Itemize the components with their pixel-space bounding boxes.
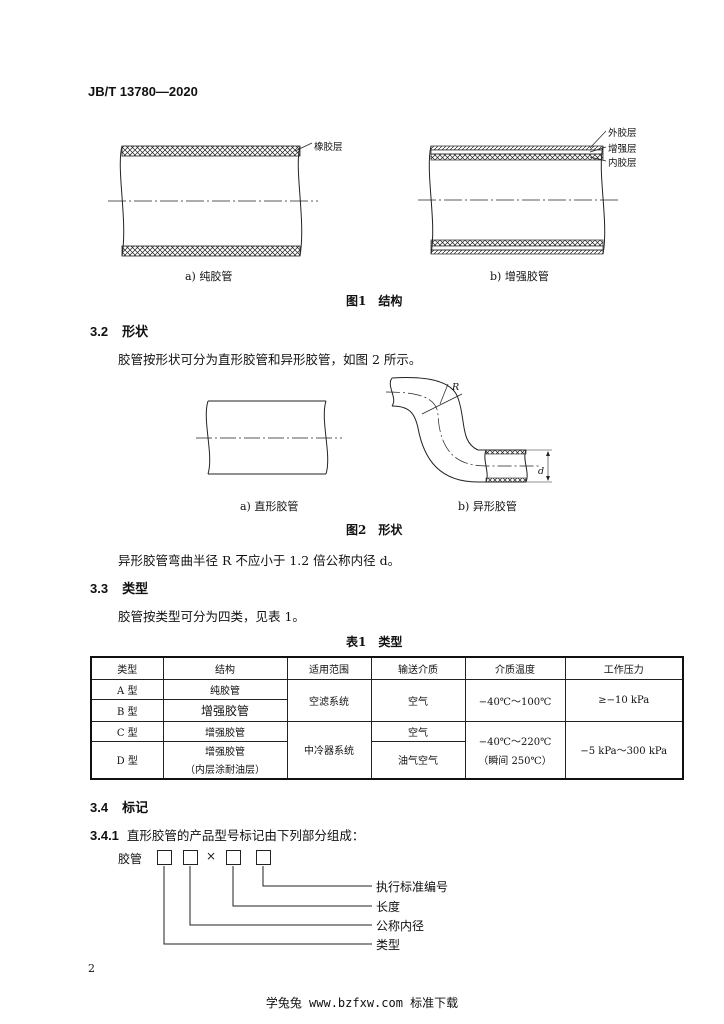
straight-hose-figure [196,400,342,475]
marking-leader-lines [163,866,372,945]
section-number: 3.4 [90,800,109,815]
section-3-2-text: 胶管按形状可分为直形胶管和异形胶管，如图 2 所示。 [118,352,422,367]
table-row: A 型 纯胶管 空滤系统 空气 −40℃～100℃ ≥−10 kPa [90,678,684,722]
cell-press-ab: ≥−10 kPa [564,678,684,722]
document-id: JB/T 13780—2020 [88,84,198,99]
cell-struct-c: 增强胶管 [162,720,288,742]
header-pressure: 工作压力 [564,656,684,680]
section-3-3-heading: 3.3 类型 [90,578,148,597]
reinforcement-layer-label: 增强层 [608,144,637,155]
section-3-3-text: 胶管按类型可分为四类，见表 1。 [118,609,305,624]
cell-scope-cd: 中冷器系统 [286,720,372,780]
cell-medium-d: 油气空气 [370,740,466,780]
cell-temp-cd: −40℃～220℃ （瞬间 250℃） [464,720,566,780]
section-text: 直形胶管的产品型号标记由下列部分组成： [126,828,365,843]
outer-layer-label: 外胶层 [608,128,637,139]
cell-struct-a: 纯胶管 [162,678,288,700]
section-number: 3.3 [90,581,109,596]
figure1-caption-b: b) 增强胶管 [490,270,549,283]
header-structure: 结构 [162,656,288,680]
marking-box-diameter [183,850,198,865]
cell-type-d: D 型 [90,740,164,780]
struct-d-line2: （内层涂耐油层） [185,765,265,777]
table-row: C 型 增强胶管 中冷器系统 空气 −40℃～220℃ （瞬间 250℃） −5… [90,720,684,780]
marking-box-standard [256,850,271,865]
cell-type-a: A 型 [90,678,164,700]
type-table: 类型 结构 适用范围 输送介质 介质温度 工作压力 A 型 纯胶管 空滤系统 空… [90,656,684,780]
rubber-layer-label: 橡胶层 [314,142,343,153]
figure1-drawing [108,130,618,257]
cell-temp-ab: −40℃～100℃ [464,678,566,722]
figure2-drawing [196,377,552,483]
section-3-2-heading: 3.2 形状 [90,321,148,340]
marking-item-type: 类型 [376,938,401,952]
table-row: B 型 增强胶管 [90,698,683,722]
section-title: 标记 [122,801,149,816]
temp-range: −40℃～220℃ [478,736,552,748]
section-title: 类型 [122,582,149,597]
pure-hose-figure [108,142,318,257]
marking-box-length [226,850,241,865]
table1-title: 表1 类型 [346,635,403,649]
table-row: D 型 增强胶管 （内层涂耐油层） 油气空气 [90,740,683,780]
header-scope: 适用范围 [286,656,372,680]
cell-medium-ab: 空气 [370,678,466,722]
cell-struct-b: 增强胶管 [162,698,288,722]
radius-label: R [452,382,460,393]
cell-struct-d: 增强胶管 （内层涂耐油层） [162,740,288,780]
page-number: 2 [88,962,95,975]
marking-item-diameter: 公称内径 [376,919,425,933]
bend-radius-note: 异形胶管弯曲半径 R 不应小于 1.2 倍公称内径 d。 [118,553,401,568]
figure2-title: 图2 形状 [346,523,403,537]
header-temperature: 介质温度 [464,656,566,680]
inner-layer-label: 内胶层 [608,158,637,169]
section-3-4-1: 3.4.1 直形胶管的产品型号标记由下列部分组成： [90,825,364,844]
marking-times-symbol: × [206,849,217,863]
figure1-caption-a: a) 纯胶管 [185,270,233,283]
cell-press-cd: −5 kPa～300 kPa [564,720,684,780]
cell-medium-c: 空气 [370,720,466,742]
cell-type-b: B 型 [90,698,164,722]
section-number: 3.4.1 [90,828,119,843]
footer-watermark: 学兔兔 www.bzfxw.com 标准下载 [265,996,459,1010]
reinforced-hose-figure [418,130,618,255]
header-medium: 输送介质 [370,656,466,680]
cell-type-c: C 型 [90,720,164,742]
marking-box-type [157,850,172,865]
header-type: 类型 [90,656,164,680]
struct-d-line1: 增强胶管 [205,747,245,759]
cell-scope-ab: 空滤系统 [286,678,372,722]
marking-prefix: 胶管 [118,852,143,866]
figure2-caption-a: a) 直形胶管 [240,500,299,513]
shaped-hose-figure [385,377,552,483]
figure2-caption-b: b) 异形胶管 [458,500,517,513]
section-3-4-heading: 3.4 标记 [90,797,148,816]
section-title: 形状 [122,325,149,340]
section-number: 3.2 [90,324,109,339]
table-header-row: 类型 结构 适用范围 输送介质 介质温度 工作压力 [90,656,684,680]
marking-item-length: 长度 [376,900,401,914]
temp-peak: （瞬间 250℃） [478,755,552,767]
marking-item-standard: 执行标准编号 [376,880,449,894]
diameter-label: d [538,466,545,477]
figure1-title: 图1 结构 [346,294,403,308]
